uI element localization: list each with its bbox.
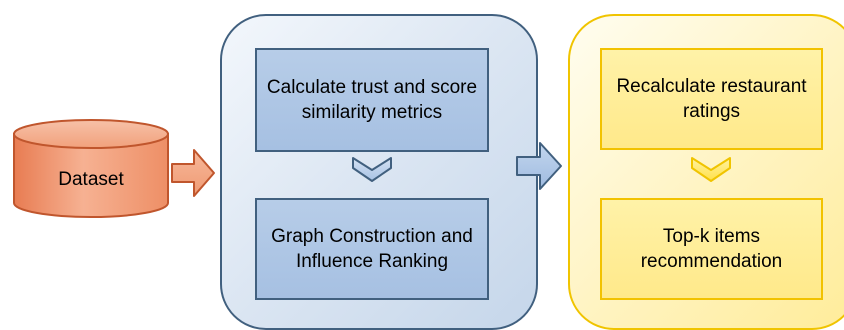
dataset-cylinder-icon [13, 119, 169, 218]
chevron-down-icon [691, 157, 731, 182]
graph-step: Graph Construction and Influence Ranking [255, 198, 489, 300]
recalculate-step: Recalculate restaurant ratings [600, 48, 823, 150]
topk-step: Top-k items recommendation [600, 198, 823, 300]
dataset-label: Dataset [58, 169, 124, 190]
chevron-down-icon [352, 157, 392, 182]
arrow-right-icon [516, 142, 562, 190]
arrow-right-icon [171, 149, 215, 197]
metrics-step: Calculate trust and score similarity met… [255, 48, 489, 152]
